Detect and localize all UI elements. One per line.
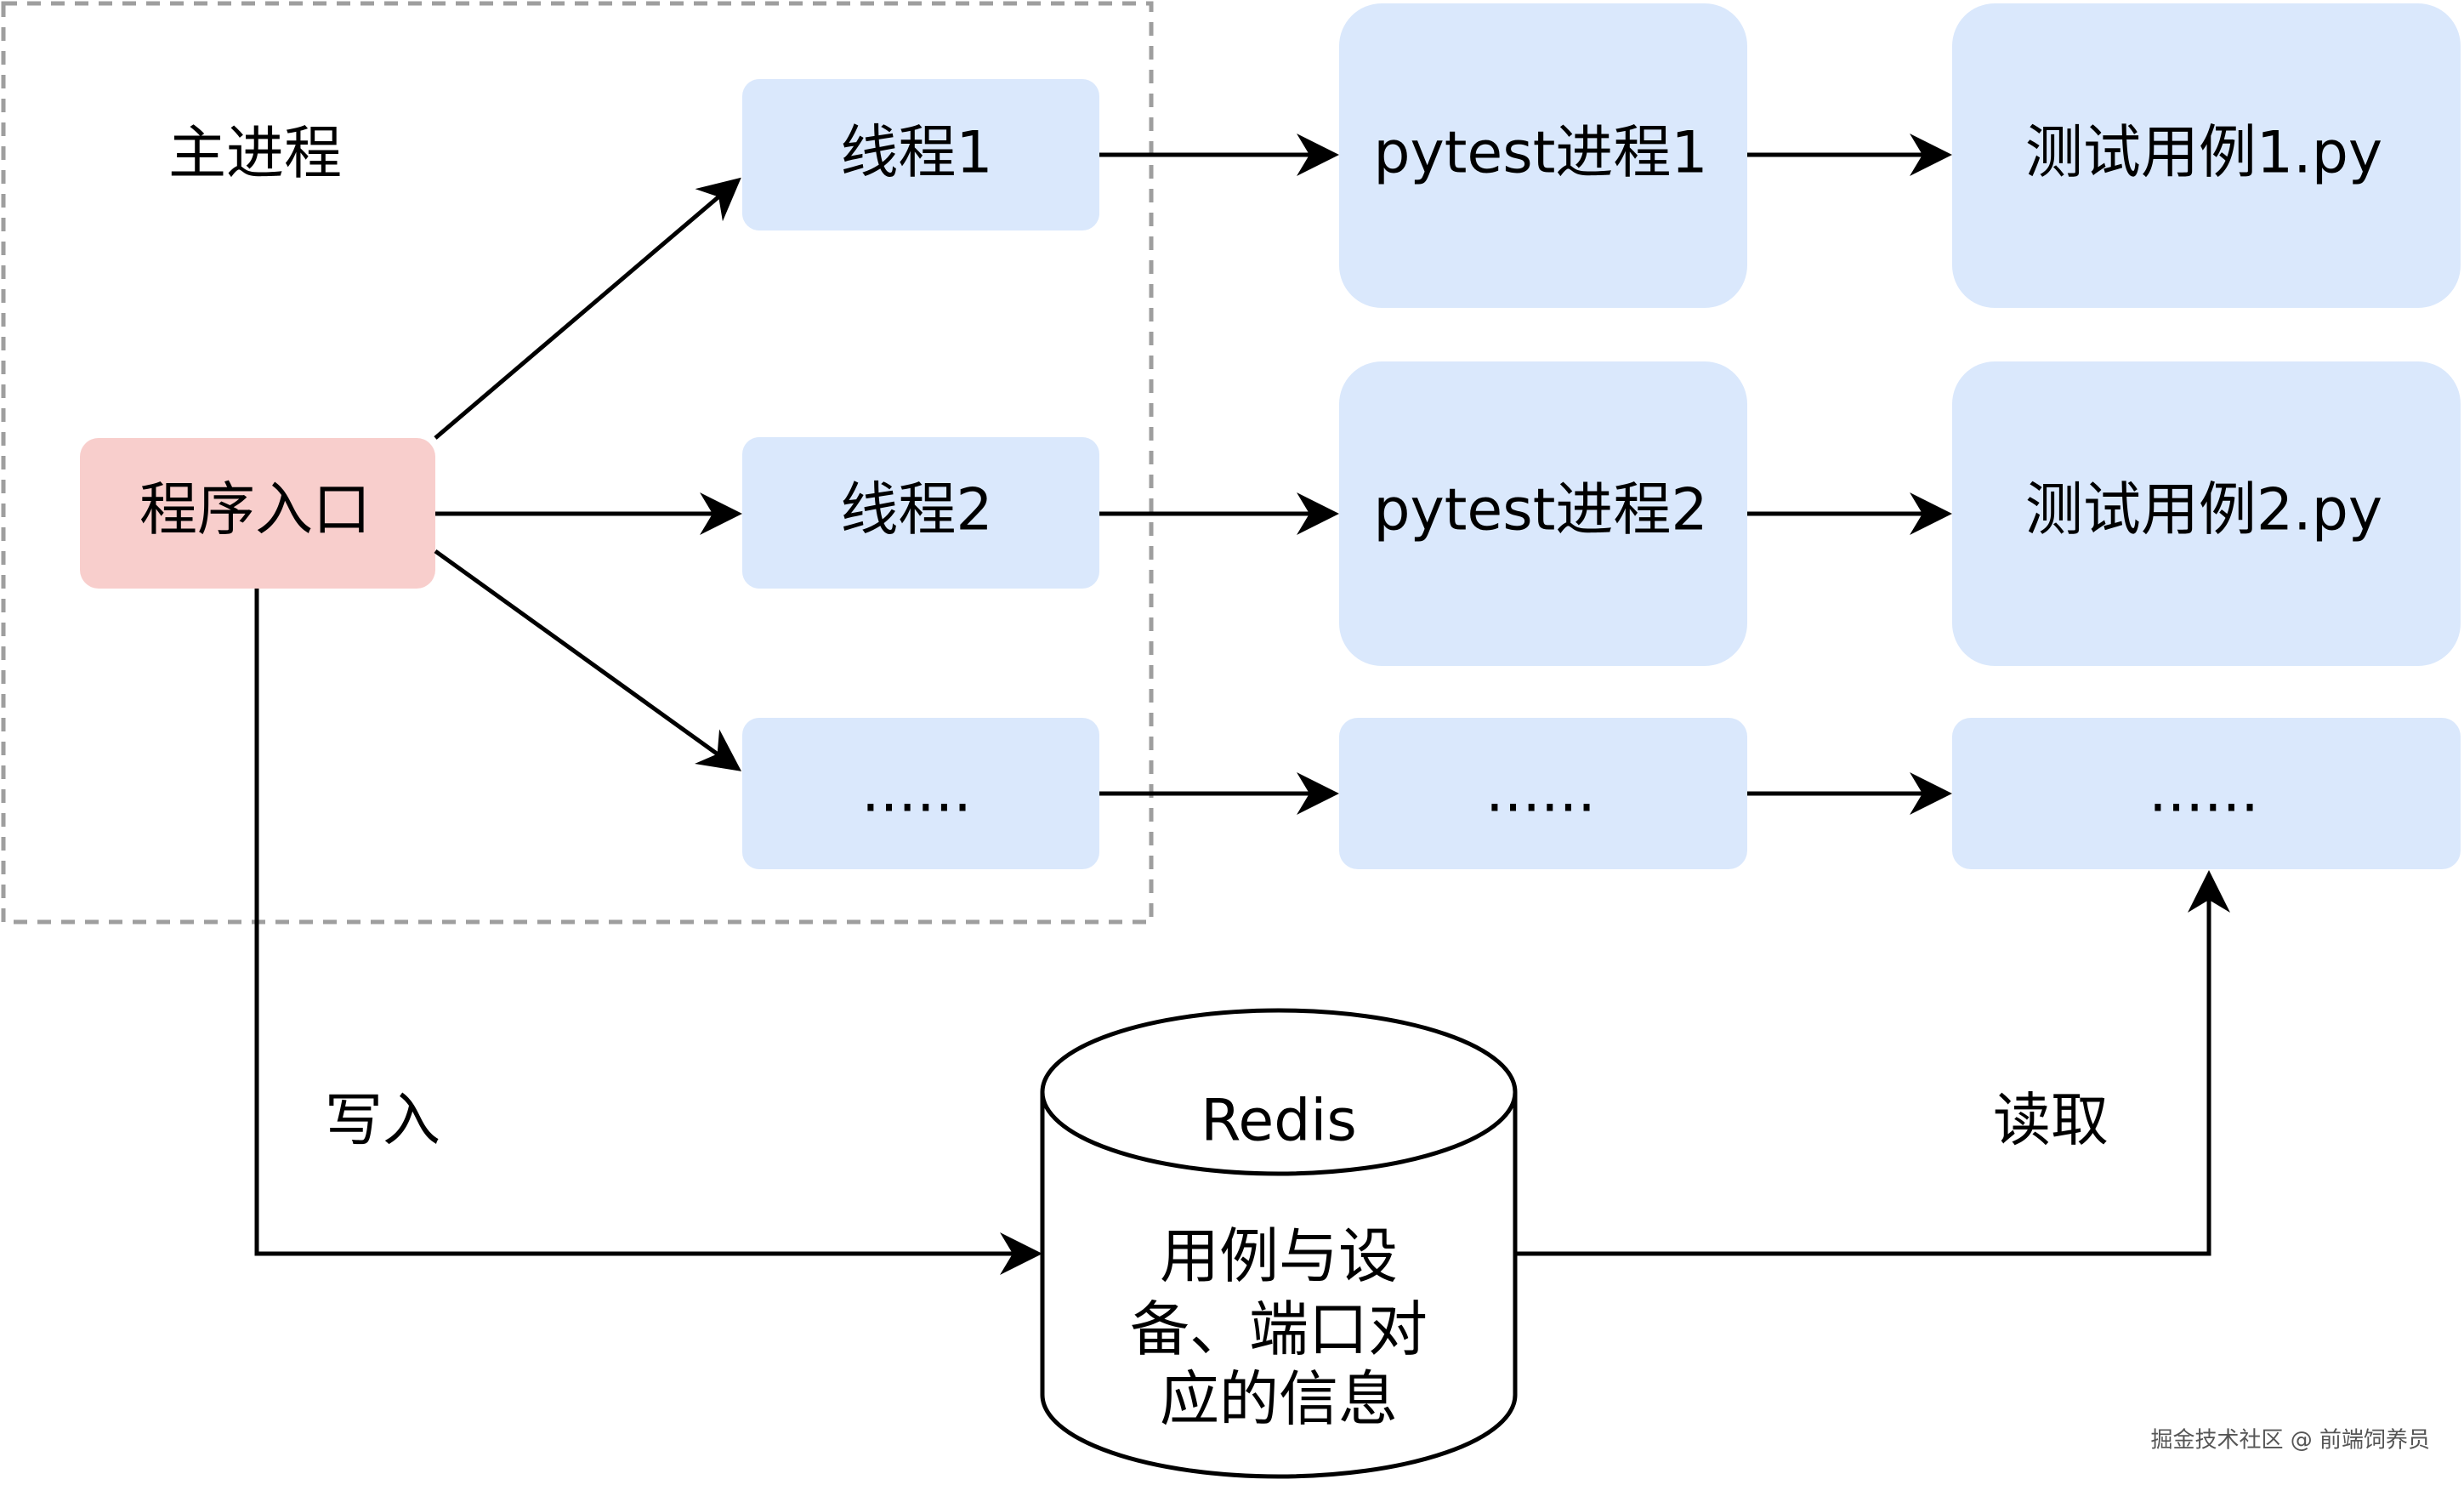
pytest-process-node-more[interactable]	[1339, 718, 1747, 869]
pytest-process-node-1[interactable]	[1339, 3, 1747, 308]
test-case-node-2-label: 测试用例2.py	[2025, 477, 2382, 544]
edge-entry-to-redis	[254, 589, 1042, 1275]
read-label: 读取	[1993, 1088, 2109, 1155]
edge-entry-to-thread-more	[434, 549, 742, 771]
redis-body-line-3: 应的信息	[1160, 1364, 1398, 1434]
watermark-text: 掘金技术社区 @ 前端饲养员	[2150, 1428, 2430, 1454]
thread-node-2-label: 线程2	[840, 477, 992, 544]
redis-cylinder[interactable]	[1040, 1008, 1518, 1479]
thread-node-1-label: 线程1	[840, 120, 992, 187]
pytest-process-node-2[interactable]	[1339, 361, 1747, 666]
thread-node-2[interactable]	[742, 437, 1099, 589]
pytest-process-node-more-label: ......	[1485, 759, 1596, 826]
main-process-group	[1, 1, 1154, 925]
redis-body-line-2: 备、端口对	[1130, 1294, 1428, 1364]
test-case-node-2[interactable]	[1952, 361, 2461, 666]
test-case-node-more-label: ......	[2149, 759, 2259, 826]
main-process-label: 主进程	[168, 121, 342, 188]
thread-node-more[interactable]	[742, 718, 1099, 869]
entry-node[interactable]	[80, 438, 435, 589]
test-case-node-1-label: 测试用例1.py	[2025, 120, 2382, 187]
redis-body-line-1: 用例与设	[1160, 1221, 1398, 1291]
thread-node-more-label: ......	[861, 759, 972, 826]
pytest-process-node-1-label: pytest进程1	[1373, 120, 1707, 187]
pytest-process-node-2-label: pytest进程2	[1373, 477, 1707, 544]
redis-title: Redis	[1201, 1088, 1357, 1155]
thread-node-1[interactable]	[742, 79, 1099, 230]
test-case-node-1[interactable]	[1952, 3, 2461, 308]
write-label: 写入	[325, 1088, 440, 1155]
test-case-node-more[interactable]	[1952, 718, 2461, 869]
edge-entry-to-thread-1	[434, 177, 741, 440]
entry-node-label: 程序入口	[139, 477, 371, 544]
edge-redis-to-test-case-more	[1515, 870, 2230, 1256]
